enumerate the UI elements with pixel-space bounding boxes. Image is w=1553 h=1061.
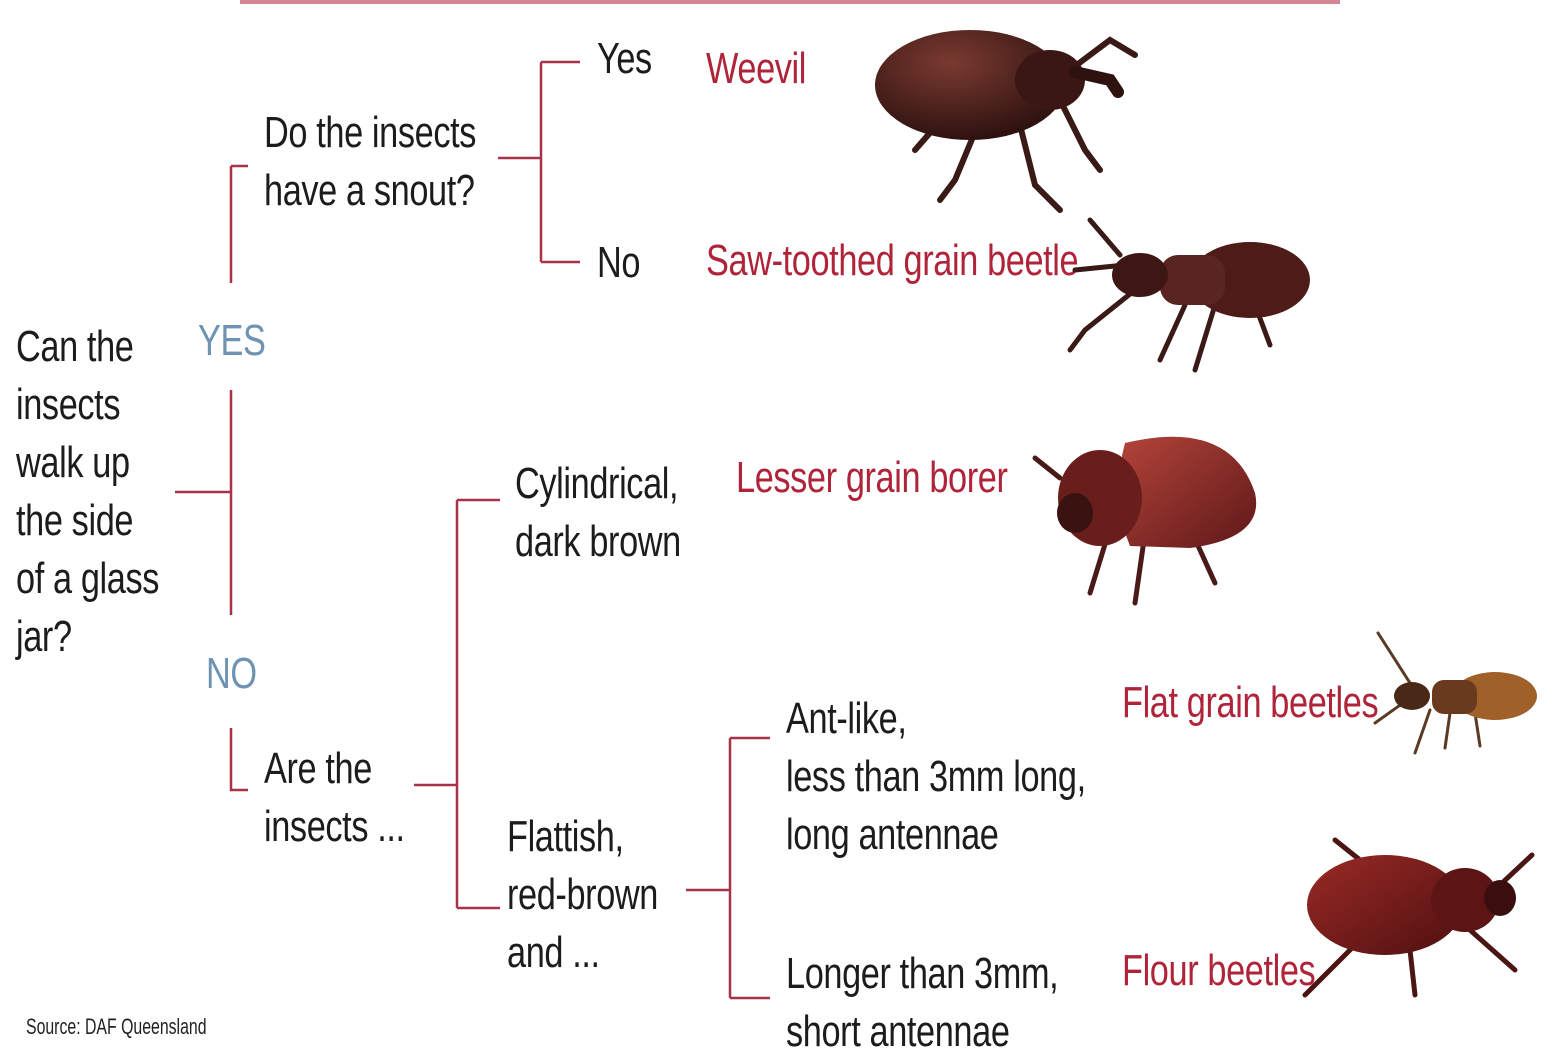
branch-yes-label: YES (198, 312, 266, 370)
connector-flattish (686, 738, 770, 998)
result-weevil: Weevil (706, 40, 806, 98)
option-longer: Longer than 3mm, short antennae (786, 945, 1058, 1061)
answer-yes: Yes (597, 30, 652, 88)
result-flour-beetles: Flour beetles (1122, 942, 1315, 1000)
connector-snout (498, 62, 580, 262)
flat-grain-beetle-image (1370, 628, 1540, 758)
branch-no-label: NO (206, 645, 257, 703)
source-credit: Source: DAF Queensland (26, 1014, 207, 1040)
connector-are-insects (414, 500, 500, 908)
connector-no-branch (231, 492, 248, 790)
lesser-grain-borer-image (1030, 418, 1270, 608)
result-saw-toothed-grain-beetle: Saw-toothed grain beetle (706, 232, 1078, 290)
are-insects-question: Are the insects ... (264, 740, 405, 856)
option-antlike: Ant-like, less than 3mm long, long anten… (786, 690, 1086, 864)
option-flattish: Flattish, red-brown and ... (507, 808, 658, 982)
result-lesser-grain-borer: Lesser grain borer (736, 449, 1008, 507)
answer-no: No (597, 234, 640, 292)
saw-toothed-grain-beetle-image (1065, 210, 1325, 380)
flour-beetle-image (1300, 830, 1540, 1000)
option-cylindrical: Cylindrical, dark brown (515, 455, 681, 571)
weevil-image (860, 10, 1150, 220)
snout-question: Do the insects have a snout? (264, 104, 476, 220)
result-flat-grain-beetles: Flat grain beetles (1122, 674, 1378, 732)
root-question: Can the insects walk up the side of a gl… (16, 318, 159, 666)
